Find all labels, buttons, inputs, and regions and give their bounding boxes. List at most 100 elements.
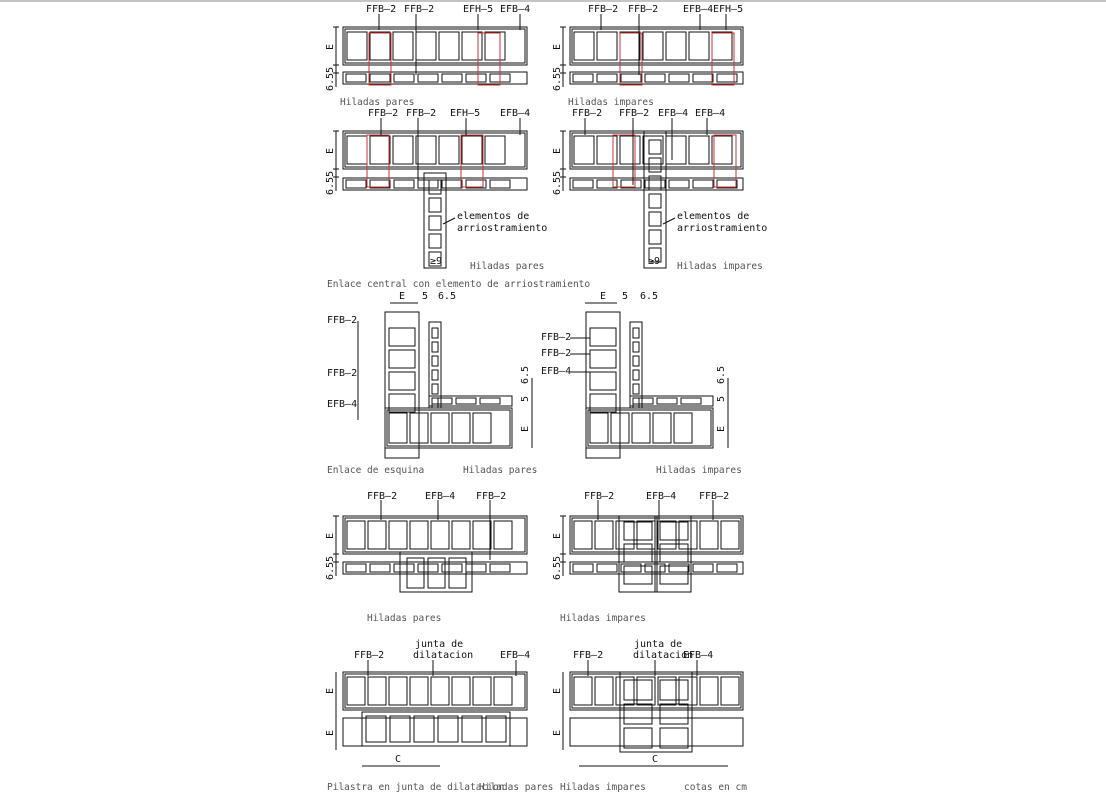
brick-cell: [415, 31, 437, 61]
brick-course: [342, 671, 528, 711]
label: FFB–2: [354, 650, 384, 661]
label: FFB–2: [541, 332, 571, 343]
brick-cell: [484, 31, 506, 61]
caption: Hiladas impares: [560, 782, 646, 793]
brick-course: [585, 407, 714, 449]
thin-course: [428, 395, 513, 407]
brick-cell: [711, 135, 733, 165]
label: EFB–4: [425, 491, 455, 502]
label: dilatacion: [413, 650, 473, 661]
brick-cell: [573, 31, 595, 61]
brick-cell: [589, 371, 617, 391]
thin-cell: [644, 73, 666, 83]
brick-cell: [610, 412, 630, 444]
brick-cell: [589, 393, 617, 413]
brick-cell: [659, 727, 689, 749]
bracing-cell: [648, 157, 662, 173]
dim-label: E: [325, 533, 336, 539]
corner-column: [384, 311, 420, 459]
dim-label: 6.5: [325, 562, 336, 580]
pilaster: [619, 671, 693, 753]
brick-cell: [413, 715, 435, 743]
detail-3-title: Enlace de esquina: [327, 465, 424, 476]
detail-5-pares: FFB–2 junta de dilatacion EFB–4 C Hilada…: [354, 639, 553, 793]
brick-cell: [623, 543, 653, 563]
brick-cell: [623, 727, 653, 749]
thin-cell: [668, 179, 690, 189]
brick-cell: [631, 412, 651, 444]
label: EFB–4: [500, 650, 530, 661]
caption: Hiladas pares: [470, 261, 544, 272]
label: EFB–4: [500, 108, 530, 119]
label: FFB–2: [367, 491, 397, 502]
dim-label: E: [325, 44, 336, 50]
thin-cell: [479, 397, 501, 405]
thin-cell: [644, 179, 666, 189]
brick-course-lower: [569, 717, 744, 747]
dim-label: 6.5: [438, 291, 456, 302]
thin-cell: [668, 563, 690, 573]
thin-cell: [572, 563, 594, 573]
brick-cell: [438, 135, 460, 165]
brick-course: [342, 26, 528, 66]
units-note: cotas en cm: [684, 782, 747, 793]
brick-cell: [688, 31, 710, 61]
brick-cell: [594, 676, 614, 706]
dim-label: E: [552, 148, 563, 154]
label: FFB–2: [572, 108, 602, 119]
brick-cell: [659, 679, 689, 701]
thin-column: [428, 321, 442, 409]
brick-cell: [367, 676, 387, 706]
leader-line: [662, 217, 676, 225]
thin-cell: [431, 383, 439, 395]
label: junta de: [415, 639, 463, 650]
caption: Hiladas impares: [656, 465, 742, 476]
thin-cell: [572, 179, 594, 189]
brick-cell: [389, 715, 411, 743]
brick-cell: [472, 412, 492, 444]
caption: Hiladas impares: [677, 261, 763, 272]
pilaster: [399, 551, 473, 593]
brick-course-inner: [571, 28, 742, 64]
highlight-brick: [713, 134, 737, 188]
brick-cell: [623, 521, 653, 541]
detail-3-pares: E 5 6.5 FFB–2 FFB–2 EFB–4 Hiladas pares: [327, 291, 537, 476]
brick-cell: [623, 565, 653, 585]
label: EFB–4: [683, 650, 713, 661]
label: FFB–2: [406, 108, 436, 119]
thin-cell: [596, 179, 618, 189]
brick-cell: [665, 135, 687, 165]
brick-cell: [665, 31, 687, 61]
dim-label: E: [552, 533, 563, 539]
brick-cell: [409, 520, 429, 550]
bracing-cell: [648, 193, 662, 209]
thin-cell: [692, 179, 714, 189]
brick-cell: [485, 715, 507, 743]
annotation: arriostramiento: [677, 223, 767, 234]
brick-cell: [415, 135, 437, 165]
annotation: elementos de: [677, 211, 749, 222]
dim-label: 5: [622, 291, 628, 302]
brick-cell: [619, 135, 641, 165]
annotation: arriostramiento: [457, 223, 547, 234]
brick-cell: [720, 520, 740, 550]
thin-cell: [431, 327, 439, 339]
brick-cell: [699, 676, 719, 706]
label: FFB–2: [327, 315, 357, 326]
brick-cell: [437, 715, 459, 743]
dim-label: E: [520, 426, 531, 432]
label: FFB–2: [476, 491, 506, 502]
label: EFB–4: [695, 108, 725, 119]
brick-cell: [388, 371, 416, 391]
thin-cell: [489, 179, 511, 189]
brick-cell: [589, 349, 617, 369]
brick-course-inner: [344, 517, 526, 553]
brick-cell: [594, 520, 614, 550]
thin-cell: [596, 73, 618, 83]
caption: Hiladas pares: [340, 97, 414, 108]
thin-cell: [417, 179, 439, 189]
brick-cell: [346, 135, 368, 165]
detail-2-pares: FFB–2 FFB–2 EFH–5 EFB–4 elementos de arr…: [368, 108, 547, 272]
brick-cell: [615, 520, 635, 550]
